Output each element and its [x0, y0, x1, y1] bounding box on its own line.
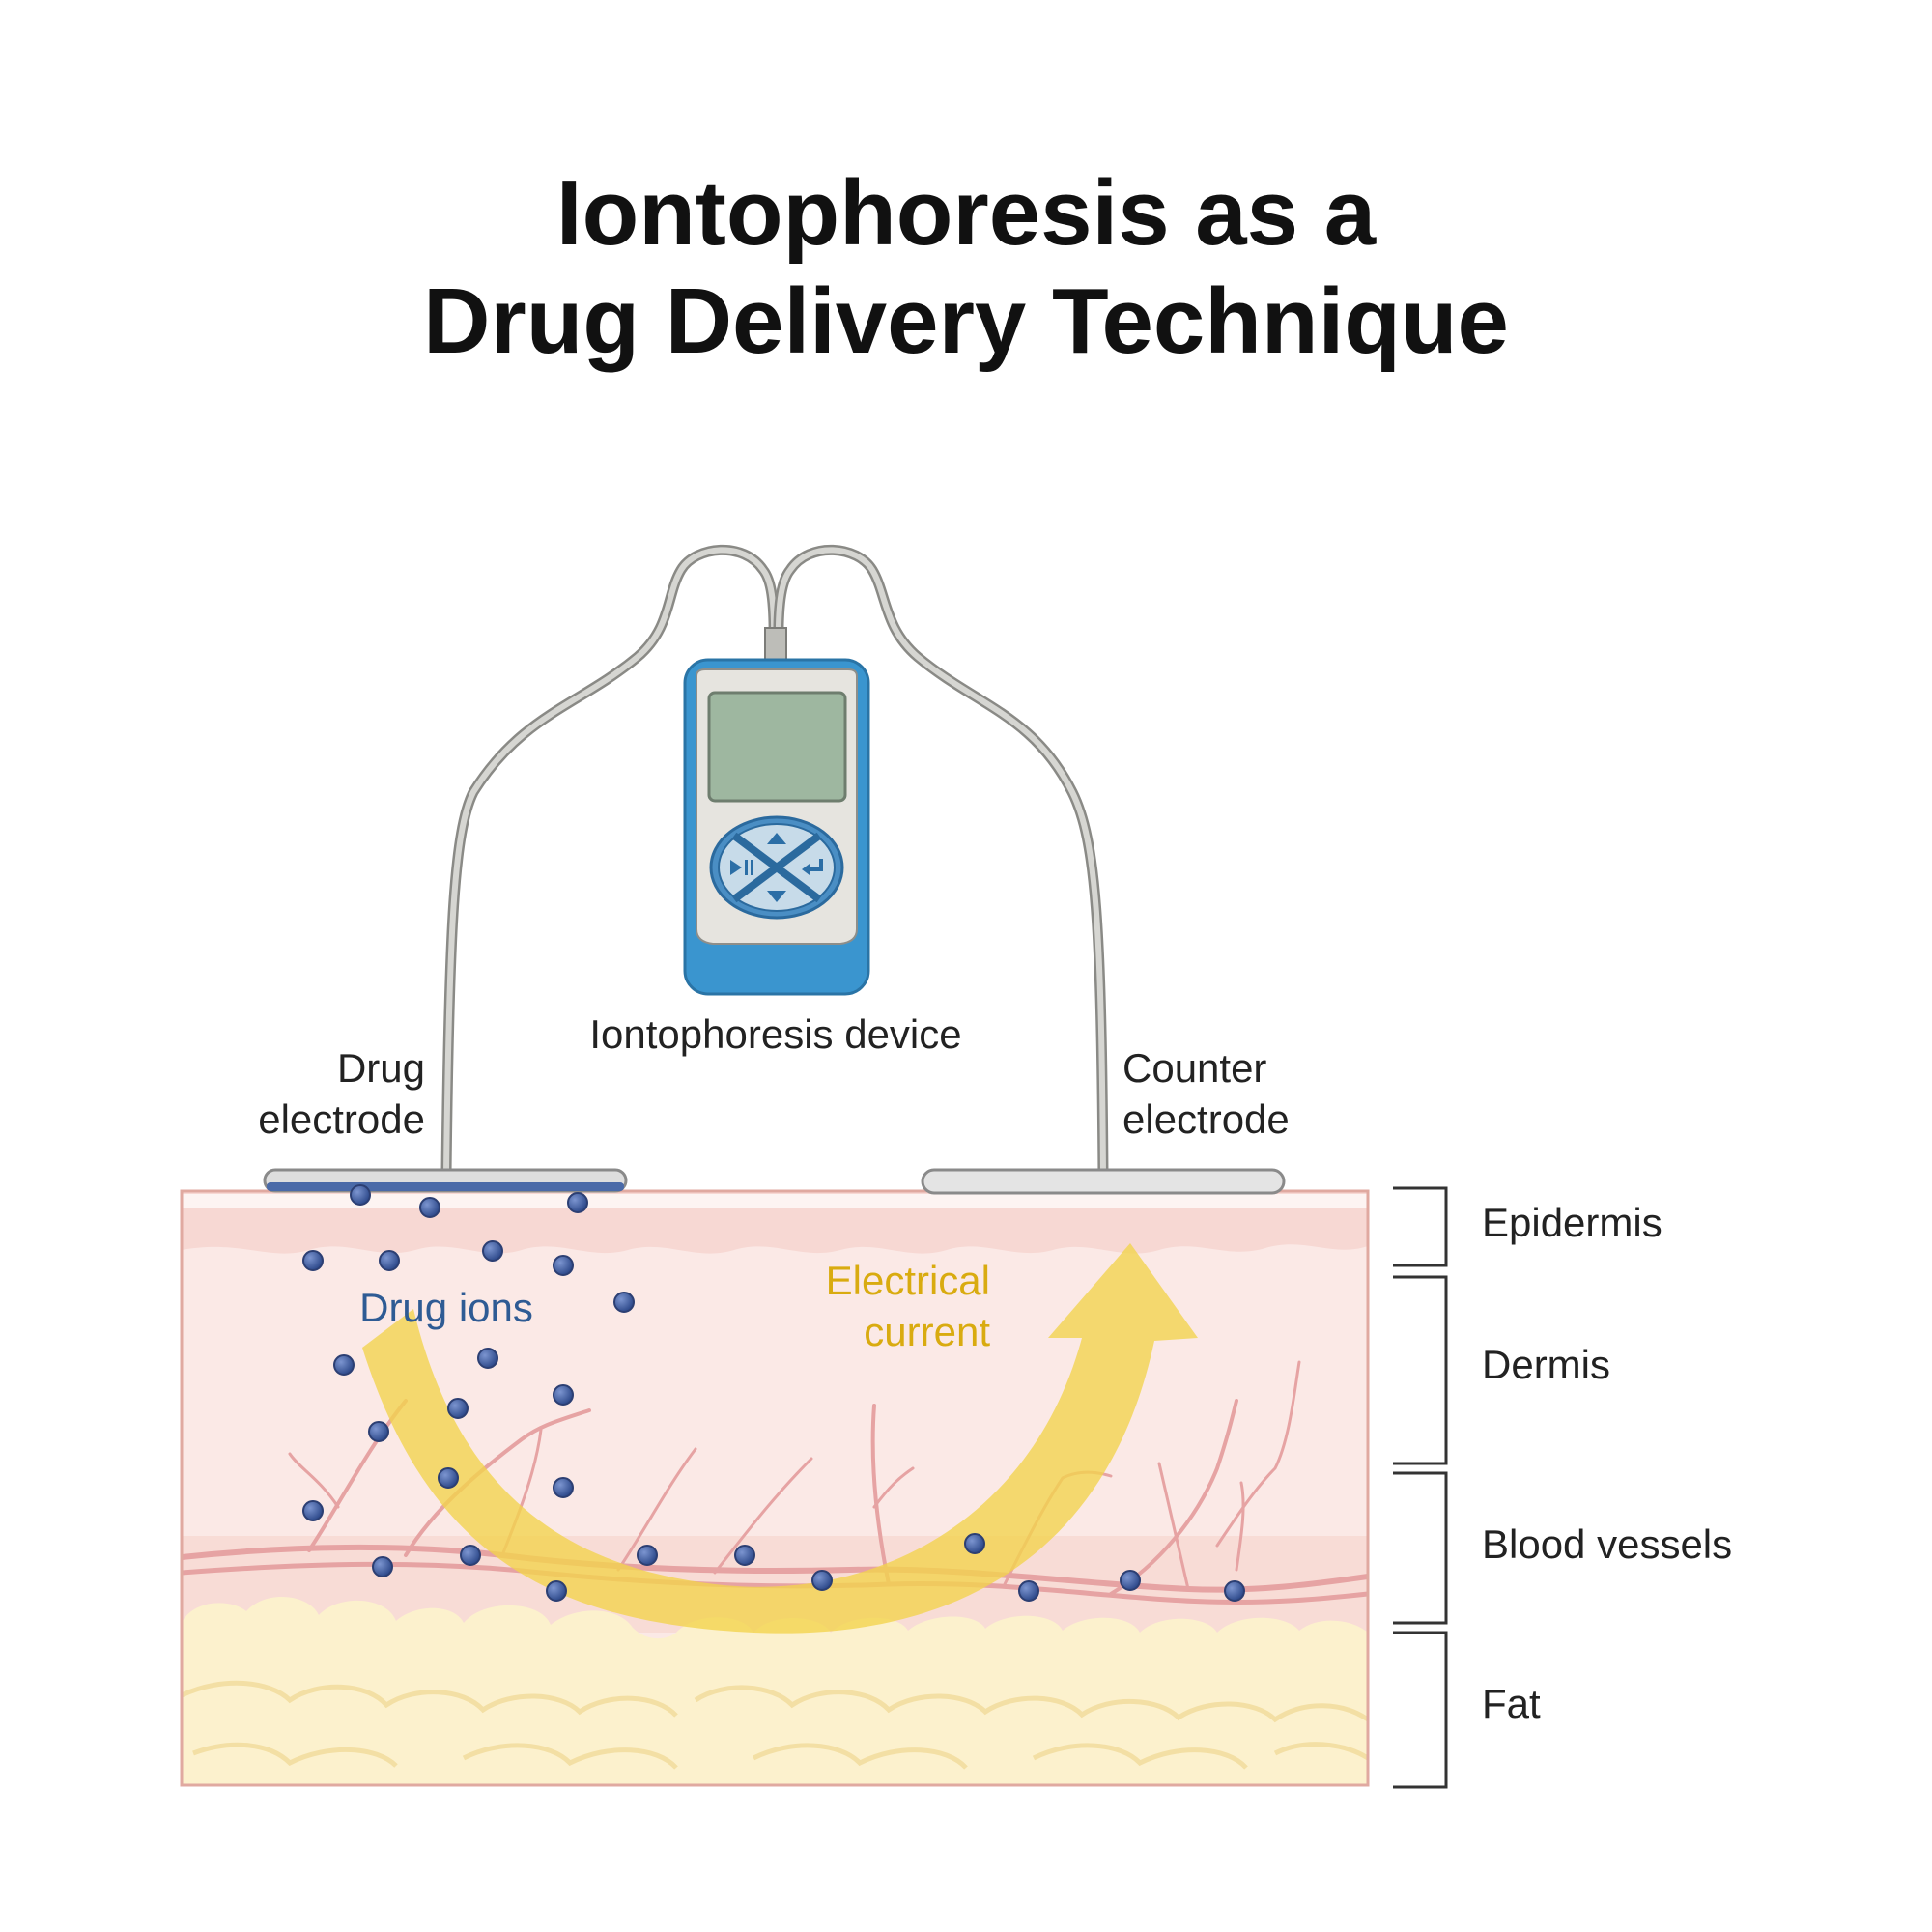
- skin-border: [180, 1189, 1370, 1787]
- drug-ion: [419, 1197, 440, 1218]
- drug-ions: [302, 1184, 1245, 1602]
- drug-ion: [350, 1184, 371, 1206]
- drug-ion: [302, 1250, 324, 1271]
- drug-ion: [482, 1240, 503, 1262]
- skin-cross-section: [182, 1191, 1368, 1785]
- iontophoresis-device: [683, 627, 870, 996]
- device-label: Iontophoresis device: [589, 1011, 961, 1057]
- drug-electrode-label-line-1: Drug: [337, 1045, 425, 1091]
- fat-layer: [182, 1596, 1368, 1785]
- play-pause-icon: [730, 860, 753, 875]
- counter-electrode-label-line-1: Counter: [1122, 1045, 1266, 1091]
- title-line-2: Drug Delivery Technique: [423, 270, 1509, 373]
- drug-ions-label: Drug ions: [359, 1285, 533, 1330]
- drug-ion: [553, 1255, 574, 1276]
- up-arrow-icon: [767, 833, 786, 844]
- drug-ion: [372, 1556, 393, 1577]
- drug-ion: [477, 1348, 498, 1369]
- drug-ion: [546, 1580, 567, 1602]
- drug-ion: [637, 1545, 658, 1566]
- drug-ion: [613, 1292, 635, 1313]
- drug-ion: [811, 1570, 833, 1591]
- drug-ion: [302, 1500, 324, 1521]
- device-screen: [707, 691, 847, 803]
- layer-label-blood-vessels: Blood vessels: [1482, 1521, 1732, 1567]
- drug-ion: [553, 1384, 574, 1406]
- drug-ion: [1018, 1580, 1039, 1602]
- blood-vessels: [182, 1360, 1368, 1605]
- drug-ion: [734, 1545, 755, 1566]
- drug-electrode-label-line-2: electrode: [258, 1096, 425, 1142]
- drug-ion: [964, 1533, 985, 1554]
- device-cables: [440, 544, 1109, 1179]
- layer-label-epidermis: Epidermis: [1482, 1200, 1662, 1245]
- drug-ion: [553, 1477, 574, 1498]
- layer-label-fat: Fat: [1482, 1681, 1541, 1726]
- drug-ion: [438, 1467, 459, 1489]
- layer-label-dermis: Dermis: [1482, 1342, 1610, 1387]
- drug-ion: [379, 1250, 400, 1271]
- drug-ion: [1120, 1570, 1141, 1591]
- title-line-1: Iontophoresis as a: [555, 161, 1377, 265]
- electrical-current-label-line-2: current: [864, 1309, 990, 1354]
- electrical-current-arrow: [362, 1243, 1198, 1634]
- diagram-title: Iontophoresis as a Drug Delivery Techniq…: [0, 159, 1932, 376]
- layer-brackets: [1393, 1186, 1448, 1789]
- counter-electrode: [921, 1168, 1286, 1195]
- down-arrow-icon: [767, 891, 786, 902]
- enter-icon: [802, 859, 823, 875]
- drug-ion: [368, 1421, 389, 1442]
- counter-electrode-label-line-2: electrode: [1122, 1096, 1290, 1142]
- drug-ion: [1224, 1580, 1245, 1602]
- drug-ion: [447, 1398, 469, 1419]
- electrical-current-label-line-1: Electrical: [826, 1258, 990, 1303]
- drug-ion: [567, 1192, 588, 1213]
- drug-ion: [333, 1354, 355, 1376]
- device-keypad: [709, 815, 844, 920]
- drug-electrode: [263, 1168, 628, 1193]
- drug-ion: [460, 1545, 481, 1566]
